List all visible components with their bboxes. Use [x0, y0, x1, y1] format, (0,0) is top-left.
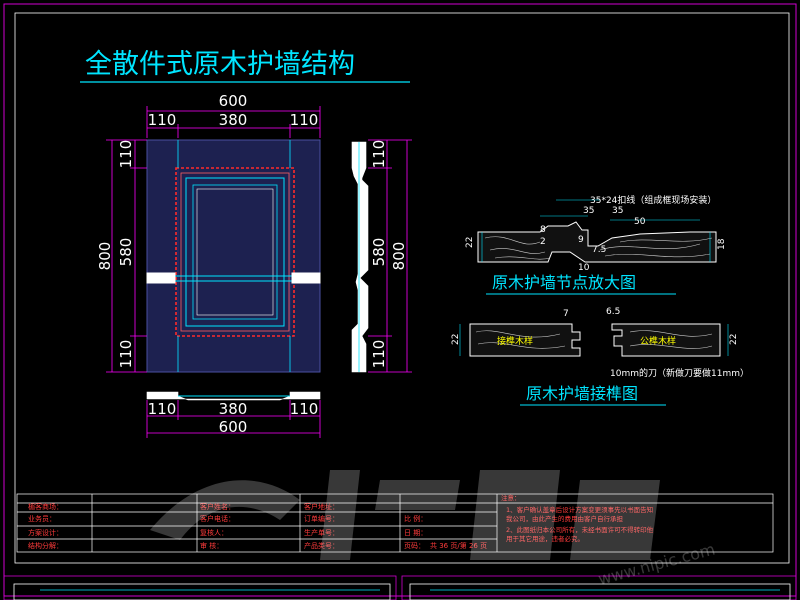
detail1-d22: 22: [465, 237, 475, 248]
adjacent-sheets: [3, 575, 797, 600]
detail2-d22b: 22: [729, 334, 739, 345]
detail1-d18: 18: [717, 238, 727, 250]
dim-right-bottom: 110: [370, 340, 388, 369]
svg-text:结构分解：: 结构分解：: [28, 541, 63, 550]
svg-text:业务员：: 业务员：: [28, 514, 56, 523]
svg-text:比 例：: 比 例：: [404, 514, 427, 523]
svg-text:2、此图纸归本公司所有，未经书面许可不得转印他: 2、此图纸归本公司所有，未经书面许可不得转印他: [506, 525, 654, 534]
top-dimensions: [146, 106, 321, 138]
dim-bot-mid: 380: [219, 400, 248, 418]
svg-text:复核人：: 复核人：: [200, 528, 228, 537]
detail1-d2: 2: [540, 237, 546, 247]
dim-left-total: 800: [96, 242, 114, 271]
dim-left-mid: 580: [117, 238, 135, 267]
dim-left-top: 110: [117, 140, 135, 169]
right-dimensions: [368, 139, 412, 373]
detail1-d9: 9: [578, 235, 584, 245]
dim-left-bottom: 110: [117, 340, 135, 369]
dim-bot-left: 110: [148, 400, 177, 418]
title-block-col2: 客户姓名： 客户电话： 复核人： 审 核：: [200, 502, 235, 550]
bottom-dimensions: [146, 400, 321, 438]
svg-text:方案设计：: 方案设计：: [28, 528, 63, 537]
title-block-col5: 比 例： 日 期： 页码：: [404, 514, 427, 550]
dim-top-mid: 380: [219, 111, 248, 129]
detail1-d50: 50: [634, 217, 646, 227]
svg-text:生产单号：: 生产单号：: [304, 528, 339, 537]
detail2-d7: 7: [563, 309, 569, 319]
svg-text:产品类号：: 产品类号：: [304, 541, 339, 550]
detail1-note: 35*24扣线（组成框现场安装）: [590, 194, 716, 206]
detail2-right-label: 公榫木样: [640, 335, 676, 347]
joint-detail: [477, 199, 717, 263]
svg-text:楣客商场：: 楣客商场：: [28, 502, 63, 511]
front-elevation: [146, 139, 321, 373]
tenon-detail: [459, 323, 729, 357]
svg-text:客户地址：: 客户地址：: [304, 502, 339, 511]
detail2-d22a: 22: [451, 334, 461, 345]
dim-top-right: 110: [290, 111, 319, 129]
inner-panel: [185, 177, 285, 327]
plan-section: [146, 391, 321, 401]
detail2-note: 10mm的刀（新做刀要做11mm）: [610, 367, 749, 379]
detail1-d35b: 35: [612, 206, 623, 216]
side-section: [351, 141, 369, 373]
detail1-d35a: 35: [583, 206, 594, 216]
svg-text:日 期：: 日 期：: [404, 529, 427, 537]
dim-right-top: 110: [370, 140, 388, 169]
page-total: 共 36 页/第 26 页: [430, 541, 487, 550]
svg-text:页码：: 页码：: [404, 542, 425, 550]
title-block-col3: 客户地址： 订单编号： 生产单号： 产品类号：: [304, 502, 339, 550]
dim-bot-right: 110: [290, 400, 319, 418]
detail1-d10: 10: [578, 263, 590, 273]
inner-frame: [14, 12, 790, 564]
svg-text:注意：: 注意：: [501, 493, 521, 502]
detail1-d75: 7.5: [592, 245, 606, 255]
detail1-caption: 原木护墙节点放大图: [492, 273, 636, 292]
detail2-caption: 原木护墙接榫图: [526, 384, 638, 403]
svg-text:订单编号：: 订单编号：: [304, 514, 339, 523]
drawing-title: 全散件式原木护墙结构: [85, 49, 355, 80]
outer-frame: [3, 3, 797, 597]
svg-text:审 核：: 审 核：: [200, 541, 223, 550]
dim-bot-total: 600: [219, 418, 248, 436]
dim-top-left: 110: [148, 111, 177, 129]
dim-right-total: 800: [390, 242, 408, 271]
dim-right-mid: 580: [370, 238, 388, 267]
panel-moulding: [175, 167, 295, 337]
title-block-notes: 注意： 1、客户确认盖章后设计方案变更须事先以书面告知 我公司，由此产生的费用由…: [501, 493, 654, 543]
left-dimensions: [106, 139, 147, 373]
detail2-left-label: 接榫木样: [497, 335, 533, 347]
watermark: www.nipic.com: [150, 470, 717, 589]
svg-text:用于其它用途，违者必究。: 用于其它用途，违者必究。: [506, 534, 584, 543]
detail1-d8: 8: [540, 225, 546, 235]
dim-top-total: 600: [219, 92, 248, 110]
detail2-d65: 6.5: [606, 307, 620, 317]
svg-text:客户姓名：: 客户姓名：: [200, 502, 235, 511]
title-block-col1: 楣客商场： 业务员： 方案设计： 结构分解：: [28, 502, 63, 550]
svg-text:客户电话：: 客户电话：: [200, 514, 235, 523]
svg-text:我公司，由此产生的费用由客户自行承担: 我公司，由此产生的费用由客户自行承担: [506, 514, 624, 523]
svg-text:1、客户确认盖章后设计方案变更须事先以书面告知: 1、客户确认盖章后设计方案变更须事先以书面告知: [506, 505, 653, 514]
title-block: [16, 493, 774, 553]
